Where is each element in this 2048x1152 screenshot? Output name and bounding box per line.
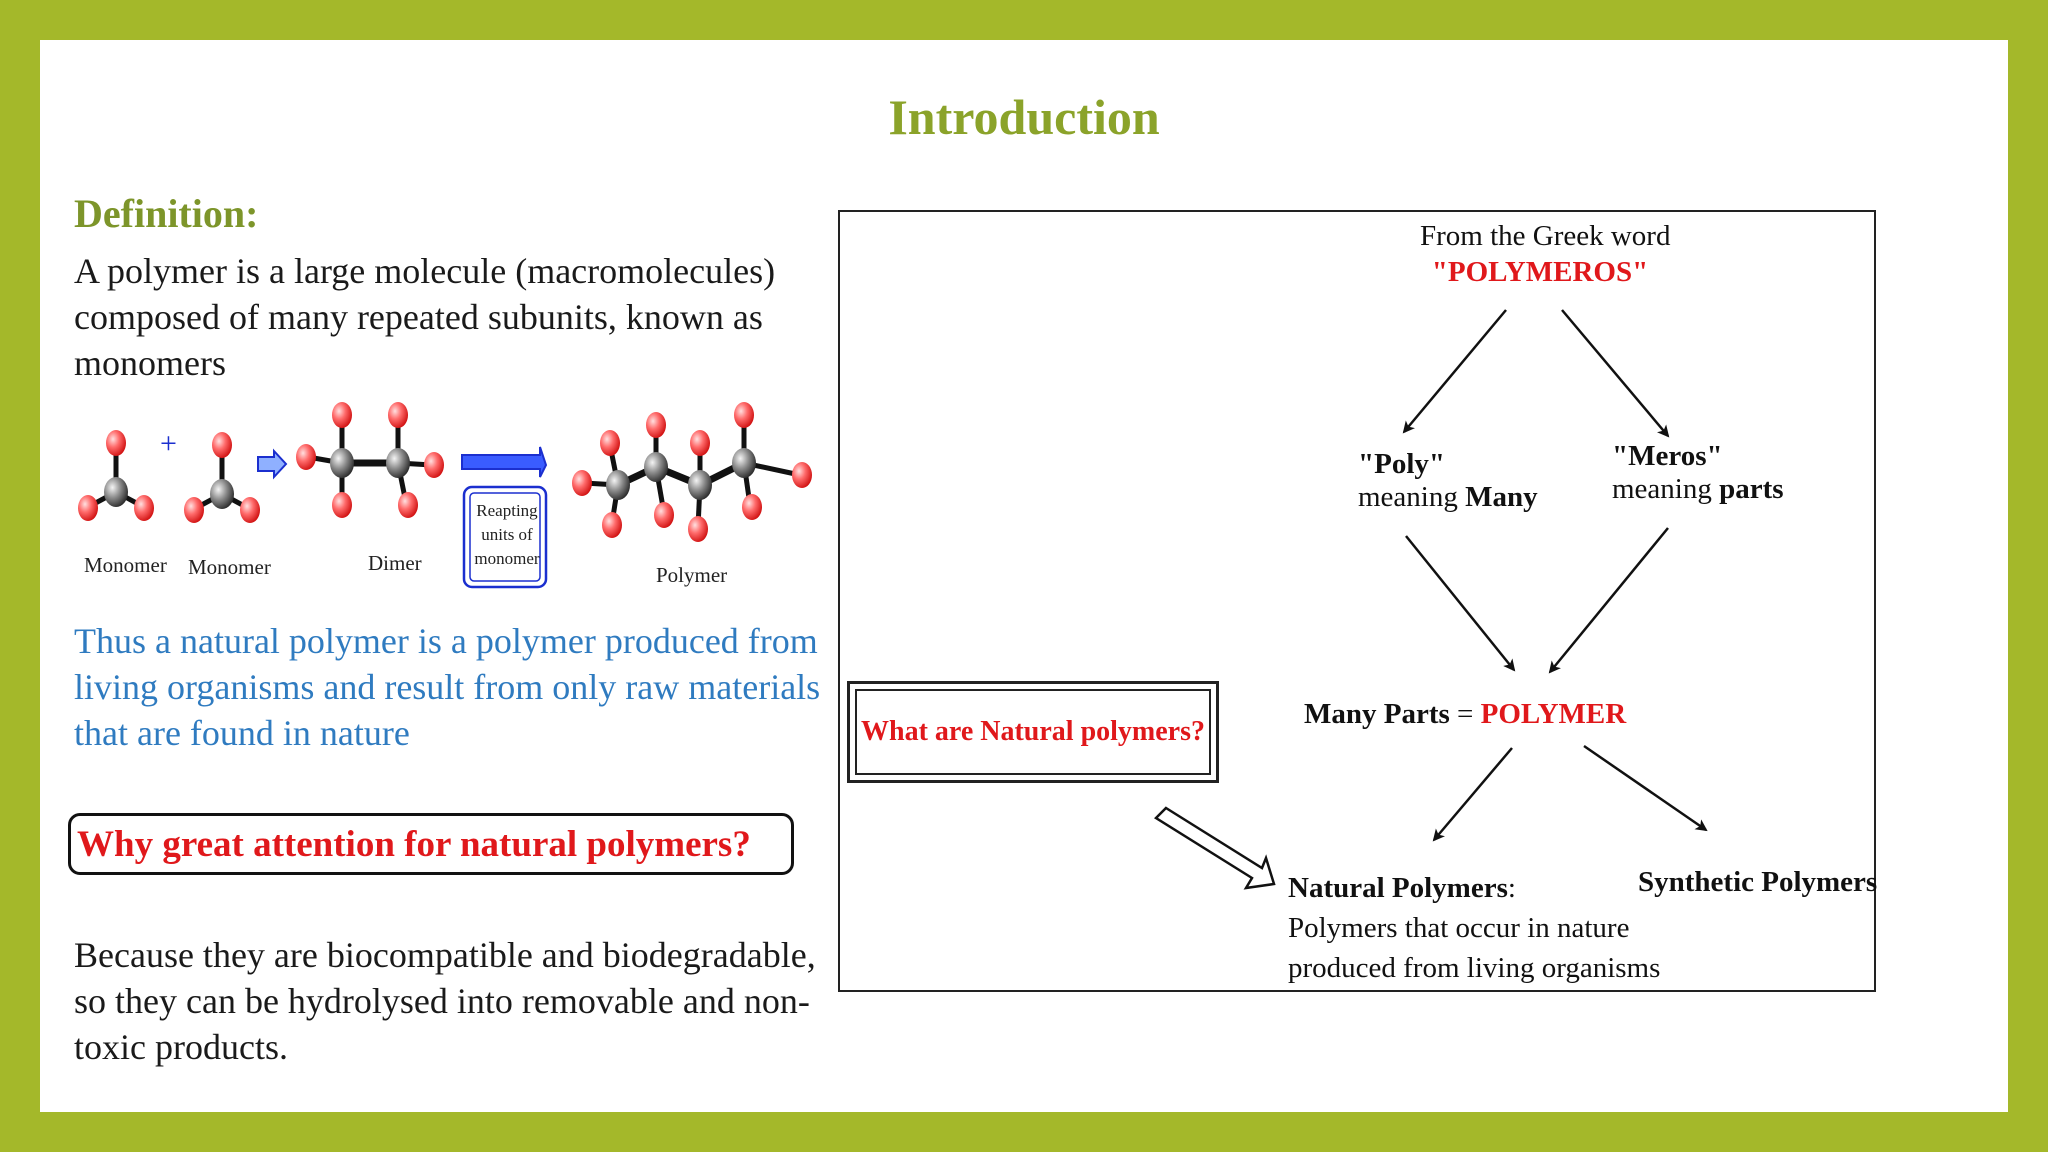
many-parts-line: Many Parts = POLYMER — [1304, 698, 1626, 731]
what-natural-polymers-box: What are Natural polymers? — [847, 681, 1219, 783]
poly-block: "Poly" meaning Many — [1358, 448, 1538, 514]
natural-polymers-line-1: Polymers that occur in nature — [1288, 912, 1630, 944]
hollow-arrow-to-natural — [1154, 806, 1276, 890]
natural-polymers-line-2: produced from living organisms — [1288, 952, 1661, 984]
repeating-units-box — [462, 485, 548, 589]
arrow-meros-to-polymer — [1548, 527, 1669, 674]
many-parts-label: Many Parts — [1304, 698, 1450, 730]
definition-text: A polymer is a large molecule (macromole… — [74, 251, 776, 383]
repeat-line-3: monomer — [474, 549, 540, 568]
why-attention-box: Why great attention for natural polymers… — [68, 813, 794, 875]
polymer-molecule — [572, 402, 812, 542]
monomer-1-molecule — [78, 430, 154, 521]
repeat-line-1: Reapting — [476, 501, 538, 520]
reaction-arrow-small — [257, 448, 288, 480]
synthetic-polymers-label: Synthetic Polymers — [1638, 866, 1878, 898]
greek-word: "POLYMEROS" — [1431, 256, 1649, 288]
dimer-label: Dimer — [368, 551, 422, 575]
molecule-diagram — [78, 402, 812, 589]
polymer-label: Polymer — [656, 563, 728, 587]
meros-block: "Meros" meaning parts — [1612, 440, 1784, 506]
natural-polymers-colon: : — [1507, 872, 1516, 904]
polymerization-illustration: Monomer + Monomer Dimer Reapting units o… — [70, 395, 820, 595]
arrow-to-poly — [1402, 309, 1507, 434]
poly-label: "Poly" — [1358, 448, 1445, 480]
meros-label: "Meros" — [1612, 440, 1723, 472]
natural-polymer-text: Thus a natural polymer is a polymer prod… — [74, 621, 821, 753]
repeating-units-label: Reapting units of monomer — [472, 499, 542, 571]
slide-canvas — [40, 40, 2008, 1112]
poly-meaning-prefix: meaning — [1358, 481, 1466, 513]
arrow-to-synthetic — [1583, 744, 1708, 832]
monomer-2-molecule — [184, 432, 260, 523]
equals-sign: = — [1449, 698, 1481, 730]
slide-title: Introduction — [888, 89, 1160, 145]
arrow-to-meros — [1561, 309, 1670, 438]
poly-meaning: Many — [1465, 481, 1538, 513]
what-natural-polymers-label: What are Natural polymers? — [855, 689, 1211, 775]
natural-polymers-heading-line: Natural Polymers: — [1288, 868, 1660, 908]
polymer-word: POLYMER — [1480, 698, 1627, 730]
meros-meaning-prefix: meaning — [1612, 473, 1720, 505]
monomer-2-label: Monomer — [188, 555, 271, 579]
plus-sign: + — [160, 427, 177, 460]
dimer-molecule — [296, 402, 444, 518]
because-text: Because they are biocompatible and biode… — [74, 935, 816, 1067]
arrow-poly-to-polymer — [1405, 535, 1516, 672]
repeat-arrow — [461, 446, 548, 478]
etymology-diagram-frame — [838, 210, 1876, 992]
natural-polymers-block: Natural Polymers: Polymers that occur in… — [1288, 868, 1660, 988]
natural-polymers-title: Natural Polymers — [1288, 872, 1508, 904]
monomer-1-label: Monomer — [84, 553, 167, 577]
meros-meaning-line: meaning parts — [1612, 473, 1784, 506]
arrow-to-natural — [1432, 747, 1513, 842]
meros-meaning: parts — [1719, 473, 1784, 505]
repeat-line-2: units of — [481, 525, 533, 544]
definition-heading: Definition: — [74, 191, 259, 236]
poly-meaning-line: meaning Many — [1358, 481, 1538, 514]
greek-word-line: From the Greek word — [1420, 220, 1671, 252]
